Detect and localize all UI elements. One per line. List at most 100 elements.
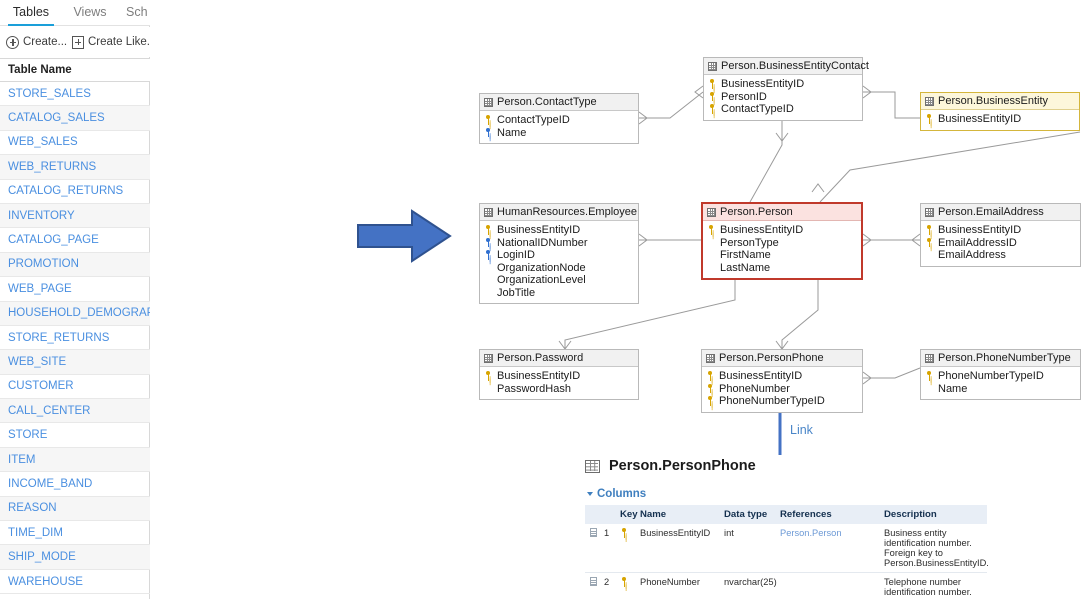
chevron-down-icon bbox=[587, 492, 593, 496]
key-icon bbox=[706, 383, 715, 394]
col-header-name: Name bbox=[637, 505, 721, 524]
entity-title: Person.ContactType bbox=[497, 96, 597, 108]
entity-column: BusinessEntityID bbox=[707, 224, 857, 236]
entity-column: BusinessEntityID bbox=[925, 224, 1076, 236]
key-icon bbox=[484, 250, 493, 260]
entity-column-name: Name bbox=[497, 126, 527, 139]
entity-column: BusinessEntityID bbox=[925, 113, 1075, 125]
object-type-tabstrip: Tables Views Sch bbox=[0, 0, 150, 26]
create-like-button[interactable]: Create Like... bbox=[72, 32, 156, 52]
table-list-item[interactable]: PROMOTION bbox=[0, 252, 150, 278]
table-list-item[interactable]: INVENTORY bbox=[0, 203, 150, 229]
entity-column: JobTitle bbox=[484, 287, 634, 299]
table-list-item[interactable]: STORE bbox=[0, 423, 150, 448]
link-label: Link bbox=[790, 423, 813, 437]
entity-column-name: BusinessEntityID bbox=[497, 224, 581, 236]
table-icon bbox=[484, 353, 493, 363]
table-list-item[interactable]: STORE_SALES bbox=[0, 82, 150, 107]
table-icon bbox=[707, 207, 716, 217]
table-list-item[interactable]: STORE_RETURNS bbox=[0, 326, 150, 351]
key-icon bbox=[708, 79, 717, 89]
entity-column-name: EmailAddress bbox=[938, 249, 1006, 261]
table-list-item[interactable]: CATALOG_PAGE bbox=[0, 228, 150, 253]
reference-link[interactable]: Person.Person bbox=[780, 528, 842, 538]
col-header-handle bbox=[585, 505, 601, 524]
table-icon bbox=[708, 61, 717, 71]
table-list-header: Table Name bbox=[0, 58, 150, 82]
table-list-item[interactable]: WEB_PAGE bbox=[0, 277, 150, 302]
table-icon bbox=[925, 96, 934, 106]
columns-section-label: Columns bbox=[597, 488, 647, 500]
tab-schemas[interactable]: Sch bbox=[126, 5, 148, 19]
entity-header: Person.BusinessEntityContact bbox=[704, 58, 869, 75]
entity-column-name: OrganizationNode bbox=[497, 261, 586, 274]
entity-column-name: Name bbox=[938, 382, 968, 395]
entity-column: BusinessEntityID bbox=[484, 224, 634, 236]
entity-column: LoginID bbox=[484, 249, 634, 261]
row-reference[interactable]: Person.Person bbox=[777, 524, 881, 573]
table-list-item[interactable]: CATALOG_SALES bbox=[0, 106, 150, 131]
table-list-item[interactable]: ITEM bbox=[0, 447, 150, 473]
entity-columns: BusinessEntityID bbox=[921, 110, 1079, 130]
table-name-column-header: Table Name bbox=[8, 64, 72, 76]
entity-column-name: FirstName bbox=[720, 249, 771, 261]
table-list-item[interactable]: CUSTOMER bbox=[0, 375, 150, 400]
key-icon bbox=[484, 225, 493, 235]
create-button[interactable]: Create... bbox=[6, 32, 67, 52]
left-panel: Tables Views Sch Create... Create Like..… bbox=[0, 0, 156, 599]
columns-section-header[interactable]: Columns bbox=[587, 488, 990, 500]
entity-column: BusinessEntityID bbox=[708, 78, 858, 90]
entity-header: Person.EmailAddress bbox=[921, 204, 1080, 221]
entity-column-name: BusinessEntityID bbox=[938, 224, 1022, 236]
col-header-key: Key bbox=[617, 505, 638, 524]
tab-tables[interactable]: Tables bbox=[8, 0, 54, 26]
table-list-item[interactable]: WEB_SALES bbox=[0, 131, 150, 156]
entity-column-name: PasswordHash bbox=[497, 382, 571, 395]
row-reference bbox=[777, 572, 881, 599]
entity-column: BusinessEntityID bbox=[706, 370, 858, 382]
table-list-item[interactable]: REASON bbox=[0, 496, 150, 522]
entity-column: EmailAddress bbox=[925, 249, 1076, 261]
entity-title: Person.Password bbox=[497, 352, 584, 364]
table-list-item[interactable]: INCOME_BAND bbox=[0, 472, 150, 497]
entity-column: PhoneNumber bbox=[706, 383, 858, 395]
table-list-item[interactable]: CALL_CENTER bbox=[0, 399, 150, 424]
key-icon bbox=[708, 104, 717, 114]
detail-title: Person.PersonPhone bbox=[609, 458, 756, 474]
table-list-item[interactable]: WAREHOUSE bbox=[0, 570, 150, 595]
row-handle-icon[interactable] bbox=[585, 524, 601, 573]
entity-column-name: PhoneNumberTypeID bbox=[719, 395, 825, 407]
entity-column-name: PersonID bbox=[721, 90, 767, 103]
row-handle-icon[interactable] bbox=[585, 572, 601, 599]
entity-column: PersonID bbox=[708, 91, 858, 103]
tab-views[interactable]: Views bbox=[73, 5, 107, 19]
key-icon bbox=[925, 114, 934, 124]
row-key-icon bbox=[617, 572, 637, 599]
entity-title: HumanResources.Employee bbox=[497, 206, 638, 218]
table-list-item[interactable]: TIME_DIM bbox=[0, 521, 150, 546]
table-list-item[interactable]: CATALOG_RETURNS bbox=[0, 180, 150, 204]
table-list-item[interactable]: WEB_SITE bbox=[0, 350, 150, 375]
columns-table: Key Name Data type References Descriptio… bbox=[585, 505, 989, 599]
table-list-item[interactable]: HOUSEHOLD_DEMOGRAPHICS bbox=[0, 301, 150, 326]
table-list-item[interactable]: WEB_RETURNS bbox=[0, 155, 150, 180]
entity-column: Name bbox=[484, 127, 634, 139]
table-list-item[interactable]: SHIP_MODE bbox=[0, 545, 150, 570]
